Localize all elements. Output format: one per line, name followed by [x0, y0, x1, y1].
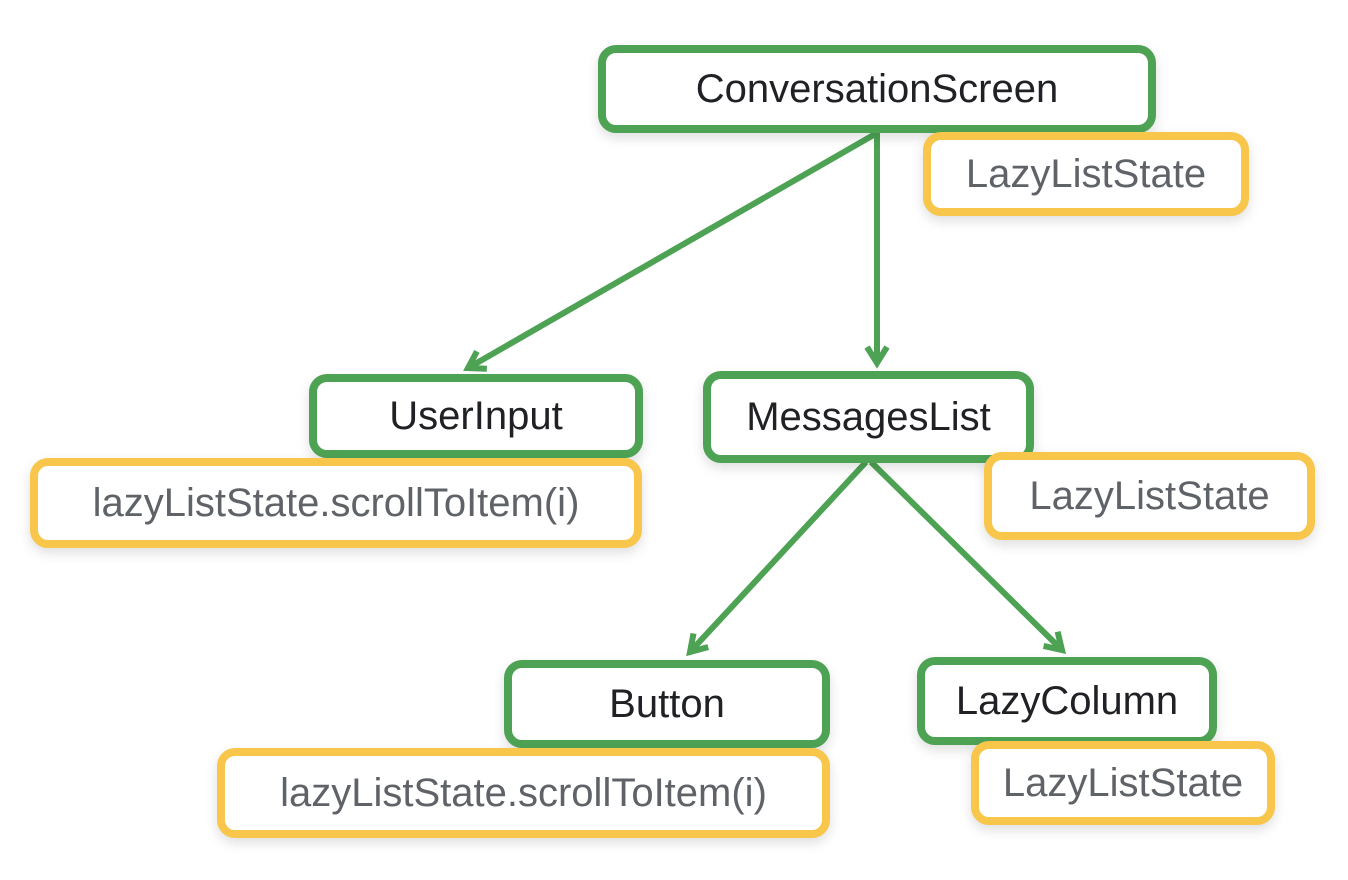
state-box-button: lazyListState.scrollToItem(i)	[217, 748, 830, 838]
state-box-userinput: lazyListState.scrollToItem(i)	[30, 458, 642, 548]
edge-messageslist-button	[686, 459, 869, 657]
state-label: LazyListState	[1029, 473, 1270, 518]
node-label: MessagesList	[746, 394, 991, 439]
state-label: lazyListState.scrollToItem(i)	[92, 480, 580, 525]
state-box-conversationscreen: LazyListState	[923, 132, 1249, 216]
node-label: LazyColumn	[955, 678, 1179, 723]
node-label: UserInput	[389, 393, 563, 438]
node-button: Button	[504, 660, 830, 748]
state-label: lazyListState.scrollToItem(i)	[280, 770, 767, 815]
node-userinput: UserInput	[309, 374, 643, 458]
node-lazycolumn: LazyColumn	[917, 657, 1217, 745]
node-conversationscreen: ConversationScreen	[598, 45, 1156, 133]
state-label: LazyListState	[1002, 760, 1244, 805]
node-label: Button	[609, 681, 725, 726]
node-label: ConversationScreen	[695, 66, 1059, 111]
state-box-messageslist: LazyListState	[984, 452, 1315, 540]
node-messageslist: MessagesList	[703, 371, 1034, 463]
state-label: LazyListState	[965, 151, 1207, 196]
edge-messageslist-lazycolumn	[868, 459, 1067, 654]
state-box-lazycolumn: LazyListState	[971, 741, 1275, 825]
edge-conversationscreen-userinput	[463, 130, 879, 372]
